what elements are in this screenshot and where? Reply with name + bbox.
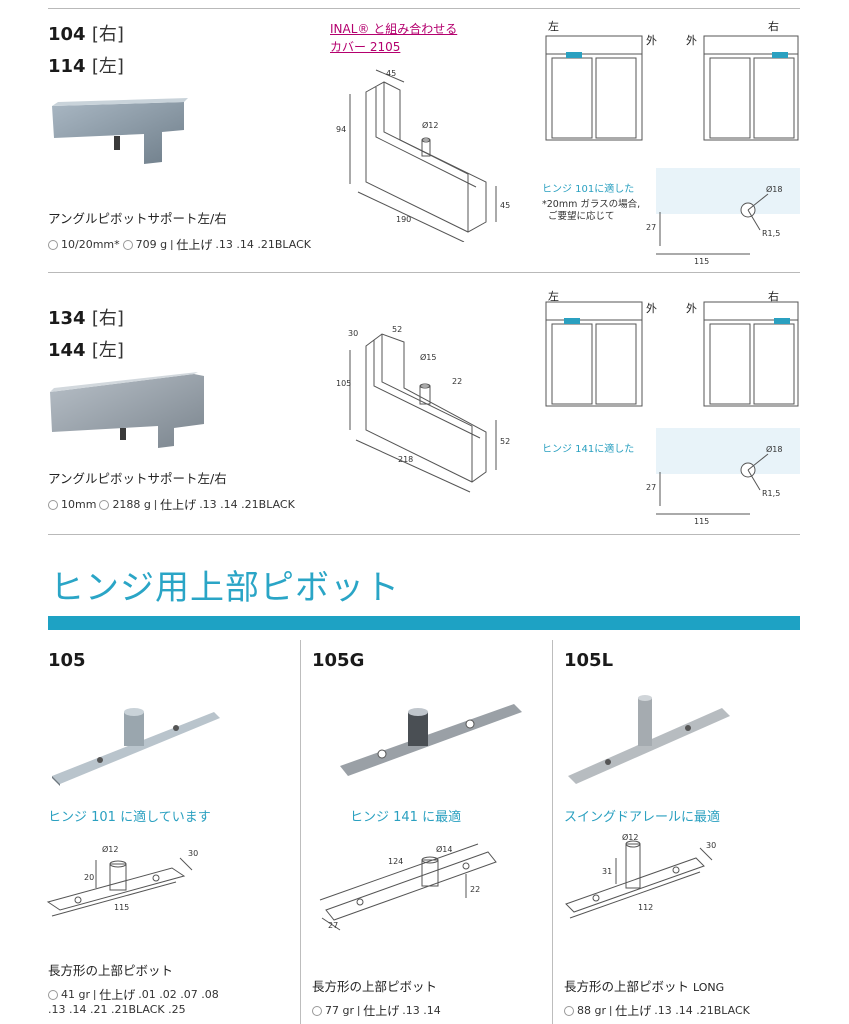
product-134-name: アングルピボットサポート左/右 (48, 471, 227, 486)
svg-text:27: 27 (646, 483, 656, 492)
product-104-drawing: 94 45 Ø12 190 45 (336, 69, 510, 242)
product-104-name: アングルピボットサポート左/右 (48, 211, 227, 226)
pivot-105-name: 長方形の上部ピボット (48, 963, 174, 978)
product-134-detail: Ø18 R1,5 27 115 (646, 444, 782, 526)
svg-text:30: 30 (188, 849, 198, 858)
outside-label-104a: 外 (646, 34, 657, 47)
column-divider-1 (300, 640, 301, 1024)
svg-text:52: 52 (392, 325, 402, 334)
weight-icon (312, 1005, 322, 1016)
svg-text:115: 115 (694, 517, 709, 526)
svg-text:45: 45 (500, 201, 510, 210)
door-right-label-104: 右 (768, 20, 779, 33)
section-title: ヒンジ用上部ピボット (50, 568, 400, 608)
product-104-photo (52, 98, 188, 164)
svg-text:22: 22 (452, 377, 462, 386)
outside-label-104b: 外 (686, 34, 697, 47)
svg-text:Ø18: Ø18 (766, 444, 782, 454)
pivot-105g-name: 長方形の上部ピボット (312, 979, 438, 994)
svg-text:27: 27 (646, 223, 656, 232)
pivot-105g-tagline: ヒンジ 141 に最適 (350, 810, 462, 825)
product-134-drawing: 105 30 52 Ø15 22 218 52 (336, 325, 510, 493)
hinge-note-134: ヒンジ 141に適した (542, 444, 635, 455)
product-104-code-right: 104 [右] (48, 24, 124, 45)
pivot-105l-photo (568, 695, 730, 784)
pivot-105l-drawing: Ø12 31 30 112 (565, 834, 716, 919)
product-104-spec: 10/20mm* 709 g ǀ 仕上げ .13 .14 .21BLACK (48, 236, 311, 253)
svg-text:30: 30 (706, 841, 716, 850)
product-134-door-diagrams (545, 301, 799, 407)
glass-thickness-icon (48, 499, 58, 510)
outside-label-134a: 外 (646, 302, 657, 315)
product-134-code-right: 134 [右] (48, 308, 124, 329)
svg-text:Ø18: Ø18 (766, 184, 782, 194)
column-divider-2 (552, 640, 553, 1024)
svg-text:R1,5: R1,5 (762, 229, 780, 238)
outside-label-134b: 外 (686, 302, 697, 315)
door-right-label-134: 右 (768, 290, 779, 303)
section-bar (48, 616, 800, 630)
product-104-detail: Ø18 R1,5 27 115 (646, 184, 782, 266)
pivot-105g-spec: 77 gr ǀ 仕上げ .13 .14 (312, 1002, 441, 1019)
svg-text:R1,5: R1,5 (762, 489, 780, 498)
svg-text:45: 45 (386, 69, 396, 78)
detail-bg-134 (656, 428, 800, 474)
detail-bg-104 (656, 168, 800, 214)
product-134-code-left: 144 [左] (48, 340, 124, 361)
door-left-label-104: 左 (548, 20, 559, 33)
svg-text:20: 20 (84, 873, 94, 882)
product-104-door-diagrams (545, 35, 799, 141)
svg-text:31: 31 (602, 867, 612, 876)
pivot-105-tagline: ヒンジ 101 に適しています (48, 810, 211, 825)
pivot-105l-code: 105L (564, 650, 614, 671)
svg-text:Ø15: Ø15 (420, 352, 436, 362)
product-104-code-left: 114 [左] (48, 56, 124, 77)
pivot-105-spec: 41 gr ǀ 仕上げ .01 .02 .07 .08 (48, 986, 219, 1003)
pivot-105g-code: 105G (312, 650, 365, 671)
weight-icon (48, 989, 58, 1000)
svg-text:30: 30 (348, 329, 358, 338)
pivot-105l-name: 長方形の上部ピボット LONG (564, 979, 725, 994)
weight-icon (122, 239, 133, 250)
door-left-label-134: 左 (548, 290, 559, 303)
svg-text:Ø12: Ø12 (102, 844, 118, 854)
svg-text:Ø12: Ø12 (622, 834, 638, 842)
weight-icon (99, 499, 110, 510)
svg-text:52: 52 (500, 437, 510, 446)
pivot-105l-tagline: スイングドアレールに最適 (564, 810, 721, 825)
divider-1 (48, 272, 800, 273)
svg-text:190: 190 (396, 215, 411, 224)
pivot-105-drawing: Ø12 20 30 115 (46, 844, 198, 917)
svg-text:22: 22 (470, 885, 480, 894)
svg-text:94: 94 (336, 125, 346, 134)
pivot-105g-drawing: Ø14 124 27 22 (319, 843, 497, 931)
weight-icon (564, 1005, 574, 1016)
product-134-photo (50, 372, 204, 448)
svg-text:115: 115 (114, 903, 129, 912)
svg-text:124: 124 (388, 857, 403, 866)
svg-text:27: 27 (328, 921, 338, 930)
svg-text:112: 112 (638, 903, 653, 912)
cover-note: カバー 2105 (330, 40, 401, 54)
inal-note: INAL® と組み合わせる (330, 22, 458, 36)
pivot-105-finish-2: .13 .14 .21 .21BLACK .25 (48, 1003, 186, 1016)
pivot-105-photo (52, 708, 220, 786)
glass-thickness-icon (48, 239, 58, 250)
glass-note-104b: ご要望に応じて (548, 211, 615, 222)
svg-text:Ø14: Ø14 (436, 844, 452, 854)
hinge-note-104: ヒンジ 101に適した (542, 184, 635, 195)
svg-text:218: 218 (398, 455, 413, 464)
svg-text:105: 105 (336, 379, 351, 388)
glass-note-104: *20mm ガラスの場合, (542, 199, 641, 210)
pivot-105g-photo (340, 704, 522, 776)
svg-text:115: 115 (694, 257, 709, 266)
pivot-105l-spec: 88 gr ǀ 仕上げ .13 .14 .21BLACK (564, 1002, 750, 1019)
divider-2 (48, 534, 800, 535)
top-rule (48, 8, 800, 9)
product-134-spec: 10mm 2188 g ǀ 仕上げ .13 .14 .21BLACK (48, 496, 295, 513)
pivot-105-code: 105 (48, 650, 86, 671)
svg-text:Ø12: Ø12 (422, 120, 438, 130)
